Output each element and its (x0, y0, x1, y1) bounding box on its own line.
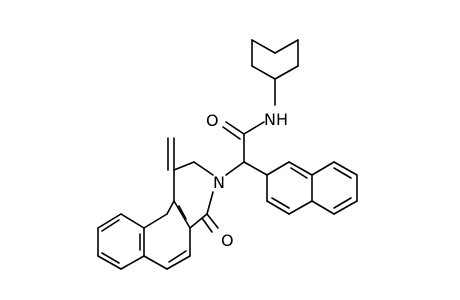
bond (173, 200, 191, 229)
bond (101, 252, 120, 264)
naphthyl-group (266, 161, 358, 215)
bond (206, 191, 214, 215)
exocyclic-methylene (167, 137, 175, 171)
bond (266, 161, 290, 176)
bond (333, 167, 352, 179)
bond (206, 213, 219, 229)
bond (225, 121, 245, 135)
bond (189, 213, 208, 229)
benzo-ring-system (97, 200, 191, 270)
bond (178, 205, 187, 220)
bond (143, 255, 168, 270)
bond (290, 167, 308, 179)
bond (173, 161, 195, 171)
bond (166, 200, 175, 215)
bond (288, 200, 313, 215)
lactam-carbonyl (201, 213, 219, 233)
bond (120, 213, 145, 229)
bond (288, 161, 313, 176)
bond (201, 217, 213, 233)
bond (333, 200, 358, 215)
bond (251, 65, 276, 80)
bond (97, 213, 122, 229)
bond (311, 200, 335, 215)
bond (97, 255, 122, 270)
bond (222, 126, 241, 140)
lactam-oxygen-label: O (221, 231, 234, 250)
bond (266, 200, 290, 215)
bond (333, 161, 358, 176)
amide-nh-label: NH (264, 110, 288, 129)
bond (143, 213, 168, 229)
bond (101, 219, 120, 232)
bond (243, 121, 265, 135)
bond (225, 161, 245, 176)
cyclohexyl-ring (251, 39, 299, 80)
ring-nitrogen-label: N (213, 173, 225, 192)
bond (193, 161, 214, 176)
amide-carbonyl (222, 121, 245, 140)
bond (311, 161, 335, 176)
bond (274, 65, 299, 80)
bond (243, 161, 268, 176)
bond (120, 255, 145, 270)
bond (271, 197, 290, 209)
amide-oxygen-label: O (206, 111, 219, 130)
bond (251, 39, 276, 54)
bond (166, 255, 191, 270)
bond (168, 250, 187, 263)
bond (333, 197, 352, 209)
bond (274, 39, 299, 54)
